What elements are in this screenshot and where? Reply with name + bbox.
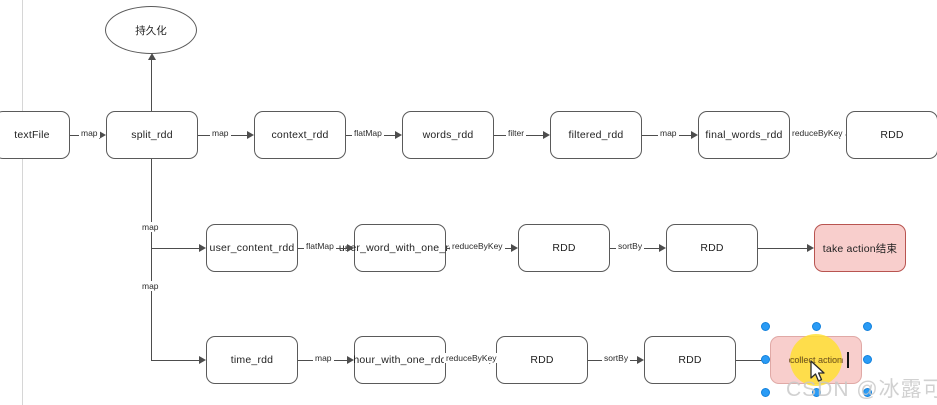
arrow-textfile-split bbox=[99, 131, 106, 139]
selection-handle-se[interactable] bbox=[863, 388, 872, 397]
arrow-rdd3a-rdd3b bbox=[637, 356, 644, 364]
node-context-rdd-label: context_rdd bbox=[271, 129, 329, 141]
node-user-word-with-one-rdd[interactable]: user_word_with_one_rdd bbox=[339, 224, 461, 272]
node-persist-label: 持久化 bbox=[135, 24, 167, 37]
edge-label-flatmap-1: flatMap bbox=[352, 128, 384, 138]
text-caret bbox=[847, 352, 849, 368]
node-rdd-row1-end-label: RDD bbox=[880, 129, 904, 141]
node-split-rdd-label: split_rdd bbox=[131, 129, 173, 141]
edge-label-reducebykey-3: reduceByKey bbox=[444, 353, 499, 363]
edge-label-map-4: map bbox=[140, 222, 161, 232]
node-rdd-row2-b[interactable]: RDD bbox=[666, 224, 758, 272]
arrow-words-filtered bbox=[543, 131, 550, 139]
node-filtered-rdd-label: filtered_rdd bbox=[568, 129, 624, 141]
node-time-rdd[interactable]: time_rdd bbox=[206, 336, 298, 384]
edge-label-reducebykey-2: reduceByKey bbox=[450, 241, 505, 251]
node-hour-with-one-rdd-label: hour_with_one_rdd bbox=[353, 354, 447, 366]
node-split-rdd[interactable]: split_rdd bbox=[106, 111, 198, 159]
edge-label-sortby-1: sortBy bbox=[616, 241, 645, 251]
selection-handle-s[interactable] bbox=[812, 388, 821, 397]
node-rdd-row3-b[interactable]: RDD bbox=[644, 336, 736, 384]
node-take-action-label: take action结束 bbox=[822, 242, 898, 255]
arrow-split-context bbox=[247, 131, 254, 139]
edge-branch-row3 bbox=[151, 359, 199, 361]
arrow-rdd2a-rdd2b bbox=[659, 244, 666, 252]
edge-split-to-persist bbox=[151, 60, 153, 111]
node-collect-action-label-overlay: collect action bbox=[770, 336, 862, 384]
node-rdd-row2-a[interactable]: RDD bbox=[518, 224, 610, 272]
edge-label-map-3: map bbox=[658, 128, 679, 138]
node-persist[interactable]: 持久化 bbox=[105, 6, 197, 54]
arrow-usercontent-userword bbox=[347, 244, 354, 252]
edge-branch-row2 bbox=[151, 247, 199, 249]
node-textfile[interactable]: textFile bbox=[0, 111, 70, 159]
csdn-watermark: CSDN @冰露可乐 bbox=[786, 378, 937, 401]
node-context-rdd[interactable]: context_rdd bbox=[254, 111, 346, 159]
node-user-content-rdd[interactable]: user_content_rdd bbox=[206, 224, 298, 272]
selection-handle-sw[interactable] bbox=[761, 388, 770, 397]
node-user-content-rdd-label: user_content_rdd bbox=[209, 242, 295, 254]
edge-label-flatmap-2: flatMap bbox=[304, 241, 336, 251]
collect-action-text: collect action bbox=[789, 355, 843, 365]
node-take-action[interactable]: take action结束 bbox=[814, 224, 906, 272]
edge-label-map-5: map bbox=[140, 281, 161, 291]
selection-handle-w[interactable] bbox=[761, 355, 770, 364]
node-words-rdd-label: words_rdd bbox=[422, 129, 474, 141]
arrow-context-words bbox=[395, 131, 402, 139]
edge-label-reducebykey-1: reduceByKey bbox=[790, 128, 845, 138]
edge-label-sortby-2: sortBy bbox=[602, 353, 631, 363]
node-final-words-rdd-label: final_words_rdd bbox=[705, 129, 783, 141]
arrow-branch-row3 bbox=[199, 356, 206, 364]
node-rdd-row1-end[interactable]: RDD bbox=[846, 111, 937, 159]
selection-handle-n[interactable] bbox=[812, 322, 821, 331]
node-rdd-row3-a-label: RDD bbox=[530, 354, 554, 366]
arrow-filtered-final bbox=[691, 131, 698, 139]
selection-handle-e[interactable] bbox=[863, 355, 872, 364]
node-words-rdd[interactable]: words_rdd bbox=[402, 111, 494, 159]
node-time-rdd-label: time_rdd bbox=[230, 354, 274, 366]
canvas-page-border bbox=[22, 0, 23, 405]
node-filtered-rdd[interactable]: filtered_rdd bbox=[550, 111, 642, 159]
edge-label-map-6: map bbox=[313, 353, 334, 363]
node-rdd-row3-b-label: RDD bbox=[678, 354, 702, 366]
selection-handle-nw[interactable] bbox=[761, 322, 770, 331]
edge-label-filter: filter bbox=[506, 128, 527, 138]
arrow-split-to-persist bbox=[147, 53, 156, 60]
node-rdd-row2-a-label: RDD bbox=[552, 242, 576, 254]
selection-handle-ne[interactable] bbox=[863, 322, 872, 331]
node-rdd-row3-a[interactable]: RDD bbox=[496, 336, 588, 384]
node-user-word-with-one-rdd-label: user_word_with_one_rdd bbox=[338, 242, 462, 254]
edge-label-map-2: map bbox=[210, 128, 231, 138]
node-hour-with-one-rdd[interactable]: hour_with_one_rdd bbox=[353, 336, 447, 384]
edge-rdd2b-takeaction bbox=[758, 247, 807, 249]
arrow-timerdd-hourrdd bbox=[347, 356, 354, 364]
node-final-words-rdd[interactable]: final_words_rdd bbox=[698, 111, 790, 159]
arrow-rdd2b-takeaction bbox=[807, 244, 814, 252]
node-textfile-label: textFile bbox=[14, 129, 50, 141]
arrow-branch-row2 bbox=[199, 244, 206, 252]
edge-rdd3b-collectaction bbox=[736, 359, 763, 361]
arrow-userword-rdd2a bbox=[511, 244, 518, 252]
node-rdd-row2-b-label: RDD bbox=[700, 242, 724, 254]
edge-split-branch-trunk bbox=[151, 159, 153, 360]
edge-label-map-1: map bbox=[79, 128, 100, 138]
